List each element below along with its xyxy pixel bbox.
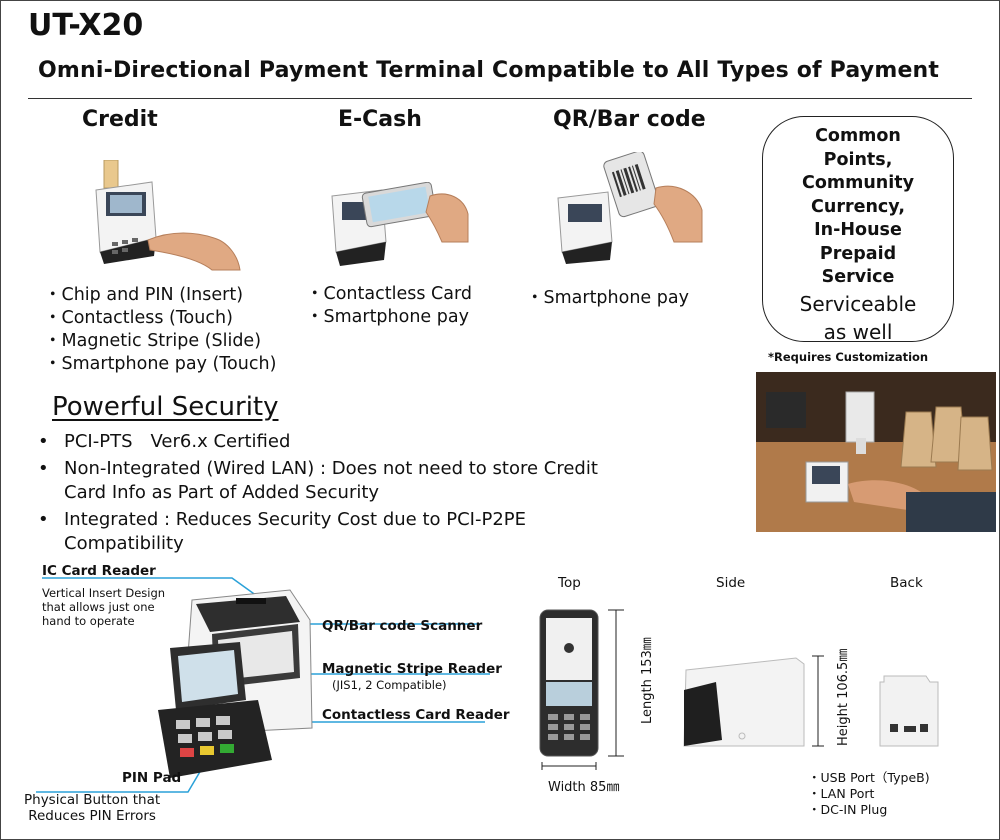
cafe-photo — [756, 372, 996, 532]
customization-note: *Requires Customization — [768, 350, 929, 364]
height-dimension-wrapper: Height 106.5㎜ — [832, 648, 851, 750]
qr-terminal-image — [557, 152, 703, 264]
top-view-image — [539, 609, 624, 770]
height-dimension: Height 106.5㎜ — [836, 648, 851, 746]
back-ports-list: USB Port（TypeB) LAN Port DC-IN Plug — [808, 770, 930, 818]
view-back-label: Back — [890, 575, 923, 591]
page-subtitle: Omni-Directional Payment Terminal Compat… — [38, 58, 940, 83]
credit-terminal-image — [95, 160, 241, 271]
list-item: Chip and PIN (Insert) — [44, 284, 276, 307]
back-view-image — [879, 675, 939, 747]
list-item: Non-Integrated (Wired LAN) : Does not ne… — [38, 457, 638, 505]
credit-feature-list: Chip and PIN (Insert) Contactless (Touch… — [44, 284, 277, 376]
list-item: Smartphone pay — [306, 306, 472, 329]
magnetic-reader-title: Magnetic Stripe Reader — [322, 661, 502, 677]
view-top-label: Top — [558, 575, 581, 591]
list-item: LAN Port — [808, 786, 930, 802]
pin-pad-title: PIN Pad — [122, 770, 182, 786]
ic-card-reader-title: IC Card Reader — [42, 563, 156, 579]
list-item: Smartphone pay (Touch) — [44, 353, 277, 376]
model-title: UT-X20 — [28, 8, 144, 43]
ecash-feature-list: Contactless Card Smartphone pay — [306, 283, 472, 329]
security-list: PCI-PTS Ver6.x Certified Non-Integrated … — [38, 430, 638, 559]
terminal-diagram — [36, 577, 490, 793]
list-item: Integrated : Reduces Security Cost due t… — [38, 508, 638, 556]
list-item: PCI-PTS Ver6.x Certified — [38, 430, 638, 454]
list-item: Magnetic Stripe (Slide) — [44, 330, 276, 353]
width-dimension: Width 85㎜ — [548, 780, 620, 795]
qr-scanner-title: QR/Bar code Scanner — [322, 618, 483, 634]
contactless-reader-title: Contactless Card Reader — [322, 707, 510, 723]
security-title: Powerful Security — [52, 392, 279, 422]
list-item: DC-IN Plug — [808, 802, 930, 818]
category-qr-title: QR/Bar code — [553, 107, 706, 132]
side-view-image — [683, 655, 824, 747]
view-side-label: Side — [716, 575, 746, 591]
list-item: USB Port（TypeB) — [808, 770, 930, 786]
length-dimension: Length 153㎜ — [640, 637, 655, 724]
list-item: Contactless (Touch) — [44, 307, 276, 330]
qr-feature-list: Smartphone pay — [526, 287, 689, 310]
category-ecash-title: E-Cash — [338, 107, 422, 132]
pin-pad-desc: Physical Button that Reduces PIN Errors — [24, 792, 161, 824]
list-item: Contactless Card — [306, 283, 472, 306]
magnetic-reader-desc: (JIS1, 2 Compatible) — [332, 678, 447, 692]
list-item: Smartphone pay — [526, 287, 689, 310]
custom-services-bubble: Common Points, Community Currency, In-Ho… — [762, 116, 954, 344]
header-divider — [28, 98, 972, 99]
length-dimension-wrapper: Length 153㎜ — [636, 612, 655, 732]
ic-card-reader-desc: Vertical Insert Design that allows just … — [42, 586, 166, 628]
ecash-terminal-image — [331, 182, 469, 266]
category-credit-title: Credit — [82, 107, 158, 132]
